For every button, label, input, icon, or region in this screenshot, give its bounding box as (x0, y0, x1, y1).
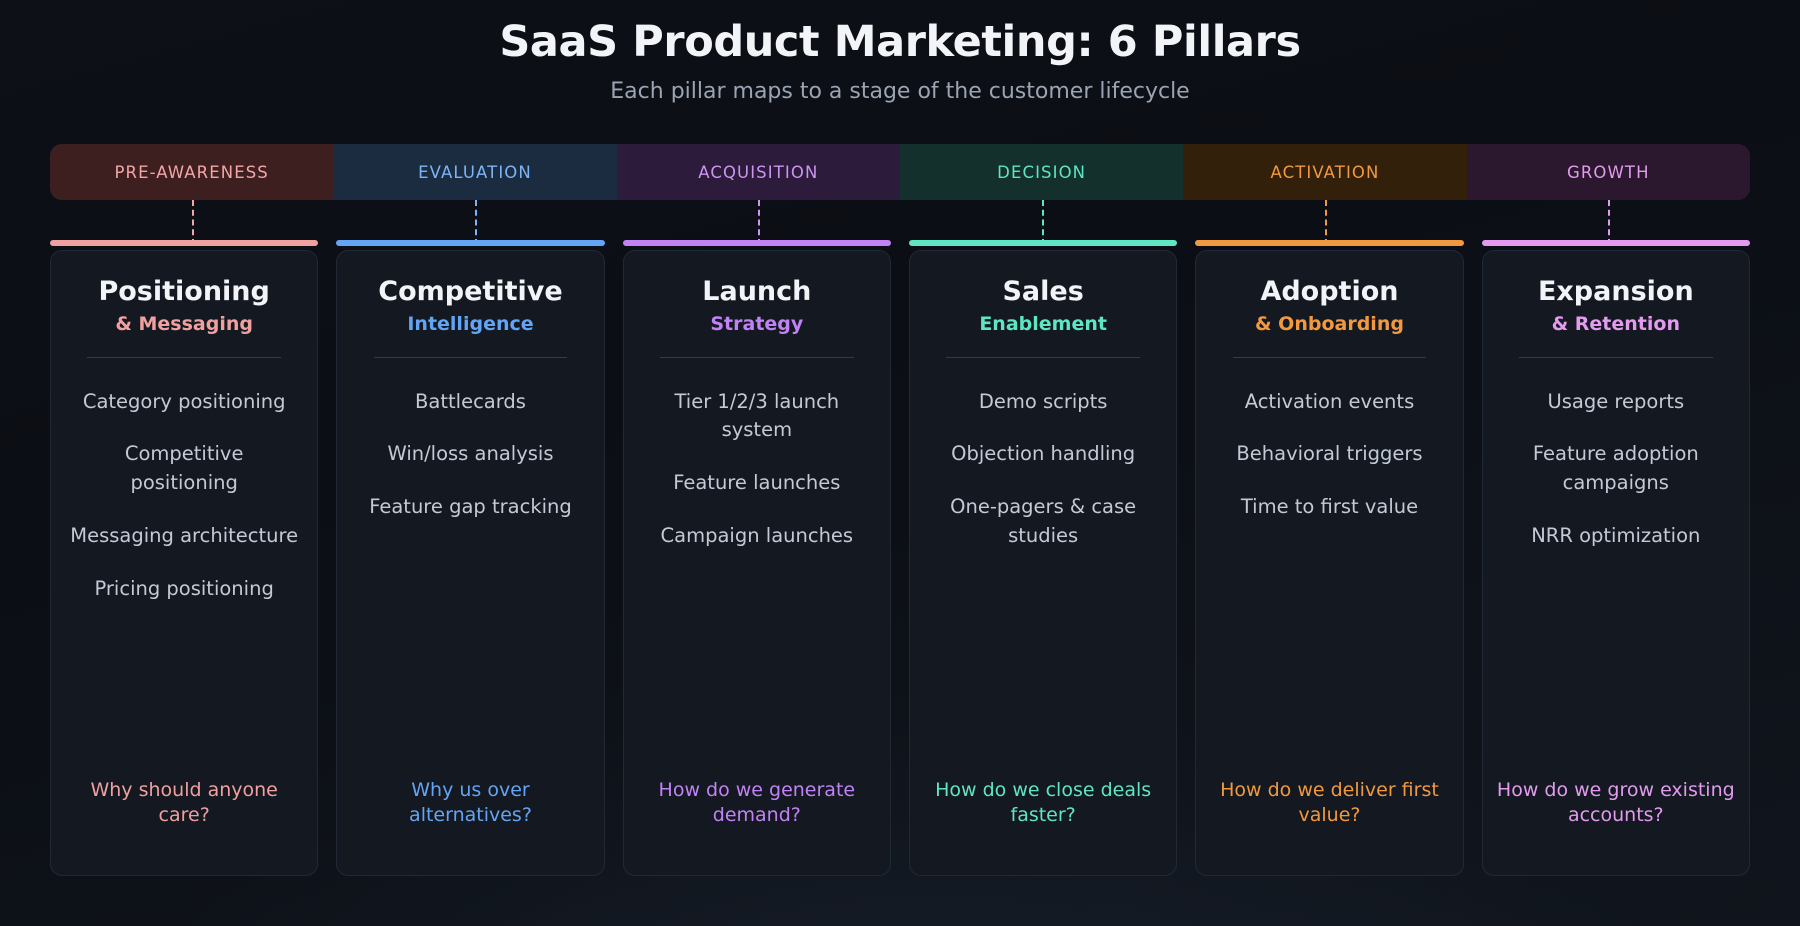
card-subtitle: & Messaging (115, 312, 253, 335)
card-divider (87, 356, 281, 358)
lifecycle-stage-pre-awareness[interactable]: PRE-AWARENESS (50, 144, 334, 200)
connector-lines (50, 200, 1750, 245)
card-item: Feature adoption campaigns (1532, 442, 1699, 495)
card-accent-bar (622, 240, 891, 246)
card-subtitle: & Retention (1551, 312, 1680, 335)
header: SaaS Product Marketing: 6 Pillars Each p… (0, 0, 1800, 104)
connector-dash-3 (758, 200, 761, 245)
connector-dash-4 (1041, 200, 1044, 245)
card-item: Win/loss analysis (387, 442, 554, 466)
card-subtitle: Enablement (979, 312, 1107, 335)
lifecycle-stage-growth[interactable]: GROWTH (1466, 144, 1750, 200)
card-item: One-pagers & case studies (950, 495, 1137, 548)
lifecycle-stage-decision[interactable]: DECISION (899, 144, 1184, 200)
card-title: Competitive (378, 276, 563, 307)
card-accent-bar (1195, 240, 1464, 246)
card-question: How do we close deals faster? (935, 778, 1152, 827)
card-item: Pricing positioning (94, 577, 274, 601)
card-title: Adoption (1260, 276, 1399, 307)
card-item: Category positioning (82, 389, 286, 413)
card-item: Usage reports (1547, 389, 1685, 413)
card-item: Battlecards (415, 389, 526, 413)
card-question: How do we deliver first value? (1220, 778, 1439, 827)
card-subtitle: & Onboarding (1255, 312, 1404, 335)
card-accent-bar (908, 240, 1178, 246)
connector-dash-2 (475, 200, 477, 245)
card-question: How do we grow existing accounts? (1496, 778, 1735, 827)
connector-dash-5 (1325, 200, 1327, 245)
card-title: Expansion (1537, 276, 1694, 307)
connector-dash-1 (191, 200, 194, 245)
card-item: Objection handling (951, 442, 1136, 466)
card-item: Time to first value (1240, 495, 1419, 519)
card-accent-bar (50, 240, 319, 246)
card-divider (660, 356, 854, 358)
card-subtitle: Intelligence (407, 312, 534, 335)
page-subtitle: Each pillar maps to a stage of the custo… (610, 79, 1190, 105)
card-question: How do we generate demand? (658, 778, 856, 827)
card-item: Messaging architecture (70, 524, 299, 548)
card-question: Why should anyone care? (90, 778, 278, 827)
card-item: Feature gap tracking (369, 495, 572, 519)
card-divider (946, 356, 1140, 358)
card-title: Launch (702, 276, 812, 307)
lifecycle-stage-activation[interactable]: ACTIVATION (1183, 144, 1467, 200)
card-item: Feature launches (673, 471, 841, 495)
card-divider (373, 356, 568, 358)
card-title: Sales (1002, 276, 1084, 307)
lifecycle-stage-acquisition[interactable]: ACQUISITION (616, 144, 900, 200)
card-title: Positioning (98, 276, 270, 307)
lifecycle-stage-evaluation[interactable]: EVALUATION (333, 144, 617, 200)
page-title: SaaS Product Marketing: 6 Pillars (499, 17, 1301, 67)
card-accent-bar (1481, 240, 1750, 246)
connector-dash-6 (1608, 200, 1611, 245)
card-item: Campaign launches (660, 524, 854, 548)
card-item: Activation events (1244, 389, 1415, 413)
card-question: Why us over alternatives? (409, 778, 532, 827)
card-accent-bar (336, 240, 605, 246)
card-item: Competitive positioning (124, 442, 244, 495)
card-divider (1519, 356, 1713, 358)
card-item: Behavioral triggers (1236, 442, 1423, 466)
card-divider (1232, 356, 1427, 358)
card-subtitle: Strategy (710, 312, 804, 335)
card-item: NRR optimization (1531, 524, 1701, 548)
card-item: Tier 1/2/3 launch system (674, 389, 840, 442)
card-item: Demo scripts (978, 389, 1108, 413)
